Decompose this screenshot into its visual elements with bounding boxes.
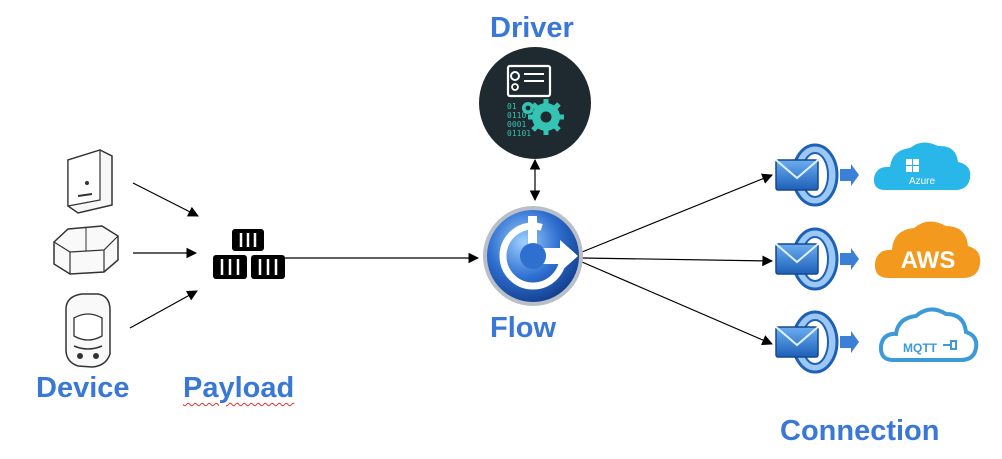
aws-cloud-icon: AWS bbox=[874, 221, 981, 278]
azure-cloud-icon: Azure bbox=[873, 142, 971, 190]
puck-sensor-device-icon bbox=[53, 225, 119, 275]
arrow-device3-payload bbox=[129, 290, 198, 329]
azure-label: Azure bbox=[909, 176, 936, 187]
motion-sensor-device-icon bbox=[65, 293, 111, 368]
connection-label: Connection bbox=[780, 415, 940, 447]
mqtt-label: MQTT bbox=[903, 341, 938, 355]
envelope-icon-mqtt bbox=[775, 310, 859, 374]
mqtt-cloud-icon: MQTT bbox=[878, 307, 979, 362]
small-gear-icon bbox=[522, 102, 534, 114]
flow-label: Flow bbox=[490, 312, 557, 344]
arrow-flow-mqtt bbox=[581, 261, 773, 346]
connector-arrows bbox=[129, 158, 774, 346]
payload-label: Payload bbox=[183, 372, 295, 404]
driver-code-line-1: 01 bbox=[507, 102, 517, 111]
driver-label: Driver bbox=[490, 12, 574, 44]
aws-label: AWS bbox=[901, 247, 956, 274]
arrow-flow-aws bbox=[581, 255, 774, 267]
arrow-flow-azure bbox=[581, 173, 774, 253]
envelope-icon-aws bbox=[775, 227, 859, 291]
driver-code-line-3: 0001 bbox=[507, 120, 526, 129]
envelope-icon-azure bbox=[775, 143, 859, 207]
gear-icon bbox=[528, 99, 564, 135]
flow-icon bbox=[483, 206, 583, 306]
wall-panel-device-icon bbox=[67, 149, 113, 214]
arrow-device1-payload bbox=[132, 182, 199, 217]
driver-icon: 01 0110 0001 01101 bbox=[479, 47, 591, 159]
device-label: Device bbox=[36, 372, 130, 404]
driver-code-line-2: 0110 bbox=[507, 111, 526, 120]
payload-blocks-icon bbox=[213, 229, 285, 279]
driver-code-line-4: 01101 bbox=[507, 129, 531, 138]
